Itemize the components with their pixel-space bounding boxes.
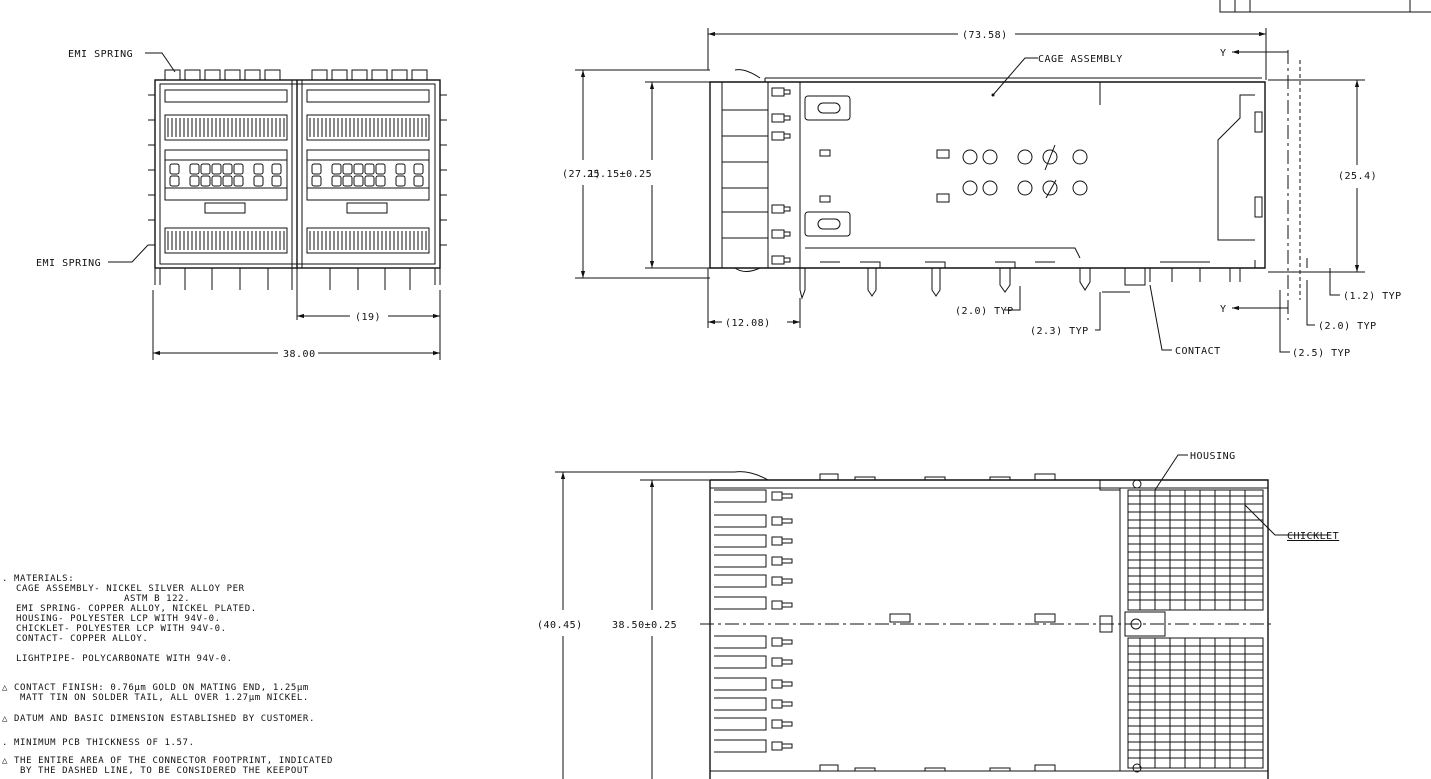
lightpipe-fingers [714,489,767,753]
note-1-heading: . MATERIALS: [2,574,74,584]
label-contact: CONTACT [1175,346,1221,357]
datum-y-top: Y [1220,48,1227,59]
dim-1208: (12.08) [725,318,771,329]
led-tabs [771,87,791,265]
dim-38: 38.00 [283,349,316,360]
note-1-line-2: ASTM B 122. [124,594,190,604]
dim-25-typ: (2.5) TYP [1292,348,1351,359]
contact-comb-upper-left [167,118,285,137]
dim-3850: 38.50±0.25 [612,620,677,631]
note-5-line-2: BY THE DASHED LINE, TO BE CONSIDERED THE… [20,766,309,776]
contact-comb-lower-right [309,231,427,250]
led-tabs-top [771,491,793,751]
side-view [575,28,1365,353]
dim-254: (25.4) [1338,171,1377,182]
dim-2515: 25.15±0.25 [587,169,652,180]
chicklet-array [1128,490,1263,768]
cage-vent-holes [936,144,1088,203]
note-1-line-6: CONTACT- COPPER ALLOY. [16,634,148,644]
note-1-line-5: CHICKLET- POLYESTER LCP WITH 94V-0. [16,624,227,634]
dim-20-typ-left: (2.0) TYP [955,306,1014,317]
top-view [555,454,1330,779]
note-4: . MINIMUM PCB THICKNESS OF 1.57. [2,738,195,748]
dim-20-typ-right: (2.0) TYP [1318,321,1377,332]
dim-271: (27.1) [562,169,601,180]
datum-y-bottom: Y [1220,304,1227,315]
lightpipe-windows [164,149,430,214]
dim-23-typ: (2.3) TYP [1030,326,1089,337]
dim-12-typ: (1.2) TYP [1343,291,1402,302]
note-1-line-1: CAGE ASSEMBLY- NICKEL SILVER ALLOY PER [16,584,245,594]
label-cage-assembly: CAGE ASSEMBLY [1038,54,1123,65]
note-1-line-7: LIGHTPIPE- POLYCARBONATE WITH 94V-0. [16,654,233,664]
label-housing: HOUSING [1190,451,1236,462]
notes-block: . MATERIALS: CAGE ASSEMBLY- NICKEL SILVE… [2,574,333,776]
press-fit-pins-side [799,261,1241,300]
note-2-line-2: MATT TIN ON SOLDER TAIL, ALL OVER 1.27μm… [20,693,309,703]
label-emi-spring-bottom: EMI SPRING [36,258,101,269]
note-1-line-3: EMI SPRING- COPPER ALLOY, NICKEL PLATED. [16,604,257,614]
note-2-line-1: △ CONTACT FINISH: 0.76μm GOLD ON MATING … [2,683,309,693]
note-3: △ DATUM AND BASIC DIMENSION ESTABLISHED … [2,714,315,724]
dim-4045: (40.45) [537,620,583,631]
front-view [108,52,447,360]
note-1-line-4: HOUSING- POLYESTER LCP WITH 94V-0. [16,614,221,624]
press-fit-pins-front [154,268,441,290]
label-chicklet: CHICKLET [1287,531,1339,542]
contact-comb-upper-right [309,118,427,137]
emi-spring-tabs [164,69,428,80]
note-5-line-1: △ THE ENTIRE AREA OF THE CONNECTOR FOOTP… [2,756,333,766]
dim-7358: (73.58) [962,30,1008,41]
label-emi-spring-top: EMI SPRING [68,49,133,60]
title-block-fragment [1219,0,1431,13]
contact-comb-lower-left [167,231,285,250]
dim-19: (19) [355,312,381,323]
